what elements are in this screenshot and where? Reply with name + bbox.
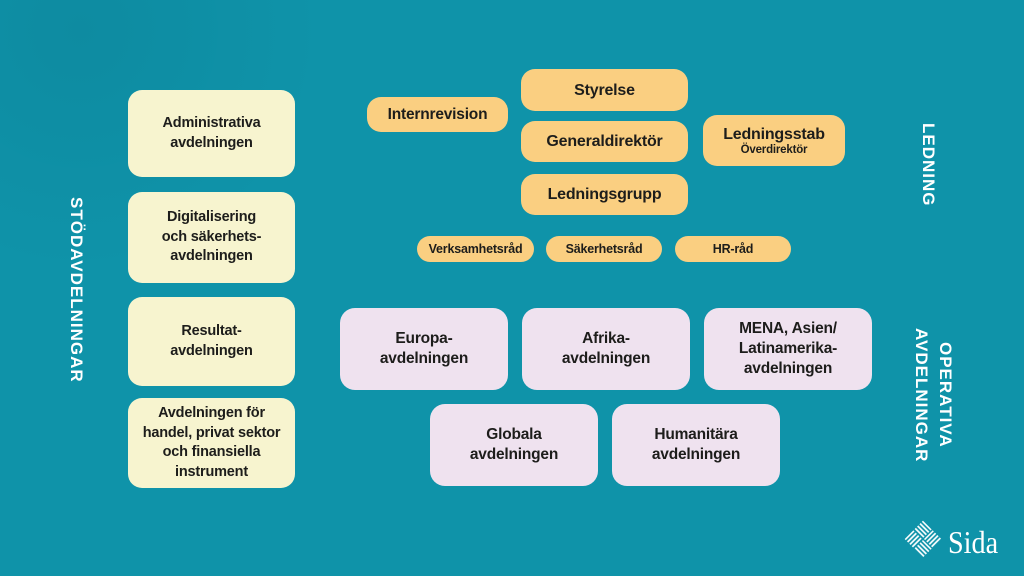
box-ledningsstab-subtitle: Överdirektör bbox=[740, 143, 808, 156]
box-internrevision: Internrevision bbox=[367, 97, 508, 132]
box-europaavdelningen: Europa- avdelningen bbox=[340, 308, 508, 390]
section-label-stodavdelningar: STÖDAVDELNINGAR bbox=[67, 197, 86, 383]
box-mena-asien-latinamerika-avdelningen: MENA, Asien/ Latinamerika- avdelningen bbox=[704, 308, 872, 390]
section-label-ledning: LEDNING bbox=[919, 123, 938, 207]
box-styrelse: Styrelse bbox=[521, 69, 688, 111]
sida-weave-icon bbox=[903, 519, 943, 564]
sida-logo: Sida bbox=[903, 519, 1005, 564]
section-label-operativa-avdelningar: OPERATIVA AVDELNINGAR bbox=[912, 327, 955, 463]
box-sakerhetsrad: Säkerhetsråd bbox=[546, 236, 662, 262]
box-humanitara-avdelningen: Humanitära avdelningen bbox=[612, 404, 780, 486]
box-ledningsstab: Ledningsstab Överdirektör bbox=[703, 115, 845, 166]
box-hr-rad: HR-råd bbox=[675, 236, 791, 262]
box-administrativa-avdelningen: Administrativa avdelningen bbox=[128, 90, 295, 177]
box-generaldirektor: Generaldirektör bbox=[521, 121, 688, 162]
box-ledningsgrupp: Ledningsgrupp bbox=[521, 174, 688, 215]
box-afrikaavdelningen: Afrika- avdelningen bbox=[522, 308, 690, 390]
sida-logo-text: Sida bbox=[948, 523, 999, 560]
box-globala-avdelningen: Globala avdelningen bbox=[430, 404, 598, 486]
box-ledningsstab-title: Ledningsstab bbox=[723, 125, 825, 143]
box-resultatavdelningen: Resultat- avdelningen bbox=[128, 297, 295, 386]
box-avdelningen-for-handel: Avdelningen för handel, privat sektor oc… bbox=[128, 398, 295, 488]
box-verksamhetsrad: Verksamhetsråd bbox=[417, 236, 534, 262]
box-digitalisering-och-sakerhetsavdelningen: Digitalisering och säkerhets- avdelninge… bbox=[128, 192, 295, 283]
